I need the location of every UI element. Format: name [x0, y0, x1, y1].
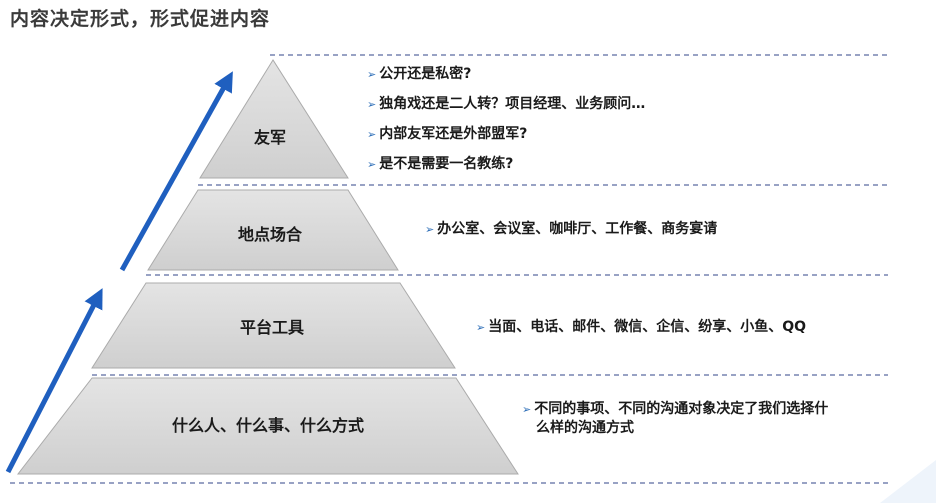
- up-right-arrow-icon: [5, 288, 103, 474]
- bullet-item: ➢独角戏还是二人转？项目经理、业务顾问…: [367, 96, 646, 112]
- bullet-item: ➢公开还是私密?: [367, 66, 472, 82]
- pyramid-tier-2: [147, 189, 399, 271]
- triangle-right-icon: ➢: [367, 98, 377, 111]
- triangle-right-icon: ➢: [476, 321, 486, 334]
- tier-label-top: 友军: [254, 128, 286, 147]
- bullet-item: ➢内部友军还是外部盟军?: [367, 126, 528, 142]
- slide-title: 内容决定形式，形式促进内容: [10, 8, 271, 30]
- triangle-right-icon: ➢: [367, 158, 377, 171]
- bullet-item: ➢办公室、会议室、咖啡厅、工作餐、商务宴请: [425, 221, 718, 237]
- bullet-item: ➢不同的事项、不同的沟通对象决定了我们选择什 么样的沟通方式: [522, 401, 829, 436]
- triangle-right-icon: ➢: [367, 68, 377, 81]
- tier-label-bottom: 什么人、什么事、什么方式: [172, 416, 364, 435]
- triangle-right-icon: ➢: [425, 223, 435, 236]
- bullet-item: ➢是不是需要一名教练?: [367, 156, 514, 172]
- pyramid-tier-top: [199, 59, 349, 179]
- triangle-right-icon: ➢: [522, 403, 532, 416]
- tier-label-2: 地点场合: [238, 225, 303, 244]
- bullet-item: ➢当面、电话、邮件、微信、企信、纷享、小鱼、QQ: [476, 319, 807, 335]
- corner-decoration: [880, 460, 936, 503]
- pyramid-tier-bottom: [16, 377, 519, 475]
- up-right-arrow-icon: [119, 71, 233, 272]
- triangle-right-icon: ➢: [367, 128, 377, 141]
- pyramid-tier-3: [91, 282, 456, 369]
- tier-label-3: 平台工具: [240, 318, 304, 337]
